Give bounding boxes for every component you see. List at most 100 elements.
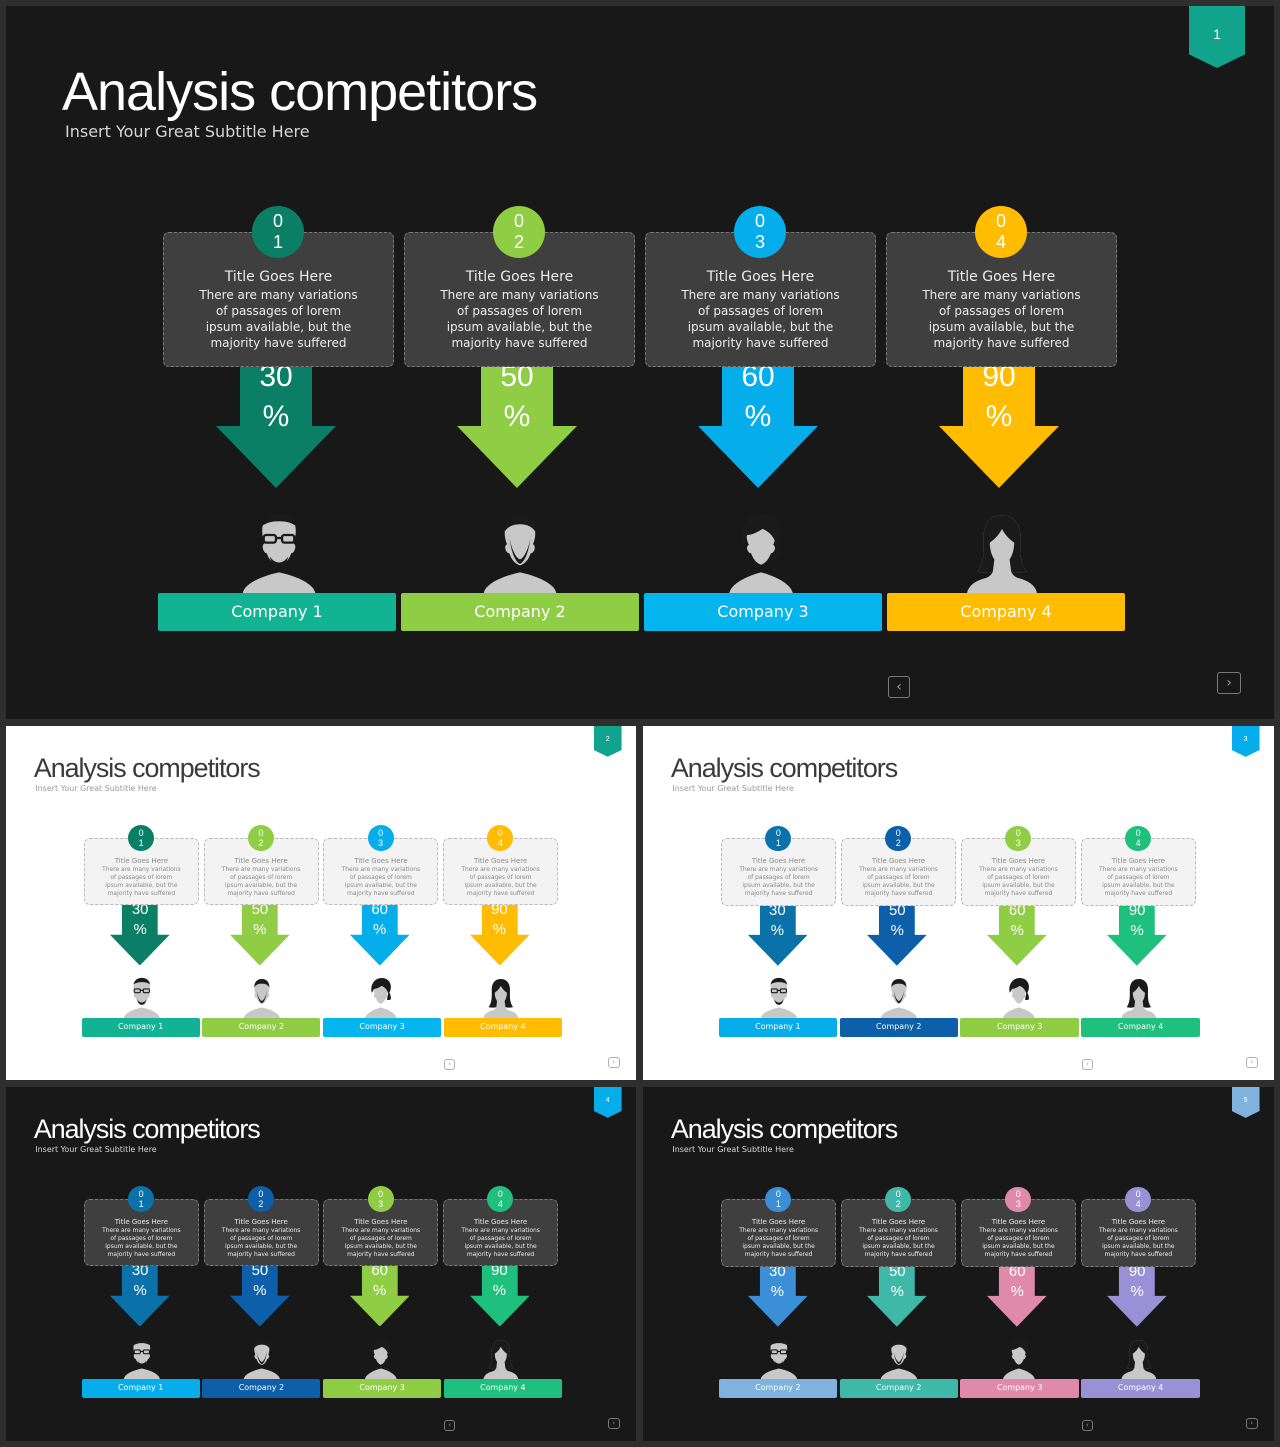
company-label-bar[interactable]: Company 1 [158, 593, 396, 631]
percentage-value: 60 [371, 1262, 388, 1279]
card-text: There are many variations of passages of… [739, 866, 818, 898]
man-glasses-avatar-icon [117, 976, 167, 1020]
company-label-bar[interactable]: Company 3 [960, 1018, 1079, 1038]
next-slide-button[interactable]: › [607, 1417, 620, 1429]
card-title: Title Goes Here [871, 857, 926, 866]
man-short-hair-avatar-icon [874, 1337, 924, 1381]
next-slide-button[interactable]: › [1245, 1418, 1258, 1430]
company-label-bar[interactable]: Company 1 [718, 1018, 838, 1038]
percentage-arrow: 60% [349, 1260, 410, 1327]
card-text: There are many variations of passages of… [102, 1227, 181, 1258]
woman-short-hair-avatar-icon [356, 976, 406, 1020]
card-text: There are many variations of passages of… [341, 1227, 421, 1258]
next-slide-button[interactable]: › [607, 1056, 620, 1068]
card-text: There are many variations of passages of… [199, 288, 358, 350]
card-text: There are many variations of passages of… [461, 1227, 540, 1258]
card-text: There are many variations of passages of… [979, 1227, 1058, 1259]
badge-digit-1: 0 [378, 827, 384, 838]
company-label-bar[interactable]: Company 2 [401, 593, 639, 631]
badge-digit-1: 0 [378, 1188, 384, 1199]
percentage-sign: % [133, 1282, 147, 1299]
card-text: There are many variations of passages of… [922, 288, 1081, 350]
card-title: Title Goes Here [751, 857, 806, 866]
company-label-bar[interactable]: Company 1 [81, 1017, 200, 1037]
percentage-value: 50 [251, 1262, 269, 1279]
badge-digit-1: 0 [775, 1189, 781, 1199]
card-title: Title Goes Here [751, 1218, 806, 1227]
percentage-sign: % [503, 400, 531, 433]
company-label-bar[interactable]: Company 2 [718, 1379, 838, 1399]
company-label-bar[interactable]: Company 4 [1081, 1018, 1200, 1038]
percentage-arrow: 30% [110, 899, 170, 966]
percentage-arrow: 90% [1107, 900, 1167, 966]
previous-slide-button[interactable]: ‹ [1081, 1420, 1093, 1432]
percentage-arrow: 60% [987, 1261, 1048, 1327]
page-number-ribbon: 1 [1189, 6, 1245, 68]
next-slide-button[interactable]: › [1245, 1057, 1258, 1069]
company-label-bar[interactable]: Company 3 [960, 1379, 1079, 1399]
company-label-bar[interactable]: Company 4 [1081, 1379, 1200, 1399]
percentage-value: 90 [1128, 1263, 1146, 1281]
previous-slide-button[interactable]: ‹ [1081, 1059, 1093, 1071]
badge-digit-1: 0 [775, 828, 781, 838]
percentage-sign: % [890, 922, 904, 940]
company-label-bar[interactable]: Company 4 [443, 1378, 562, 1398]
previous-slide-button[interactable]: ‹ [444, 1419, 456, 1431]
man-short-hair-avatar-icon [470, 509, 570, 597]
company-label-bar[interactable]: Company 3 [322, 1017, 442, 1037]
slide-subtitle: Insert Your Great Subtitle Here [672, 783, 794, 793]
percentage-sign: % [985, 400, 1013, 433]
company-label-bar[interactable]: Company 1 [81, 1378, 200, 1398]
card-text: There are many variations of passages of… [440, 288, 599, 350]
page-number-ribbon: 3 [1231, 726, 1260, 757]
card-title: Title Goes Here [991, 1218, 1046, 1227]
card-text: There are many variations of passages of… [221, 866, 301, 897]
card-text: There are many variations of passages of… [1099, 866, 1178, 898]
slide-title: Analysis competitors [62, 62, 538, 122]
percentage-value: 50 [888, 902, 906, 920]
percentage-value: 90 [1128, 902, 1146, 920]
card-text: There are many variations of passages of… [739, 1227, 818, 1259]
previous-slide-button[interactable]: ‹ [888, 676, 910, 698]
company-label-bar[interactable]: Company 3 [644, 593, 882, 631]
next-slide-button[interactable]: › [1217, 672, 1241, 694]
company-label-bar[interactable]: Company 2 [202, 1378, 321, 1398]
company-label-bar[interactable]: Company 4 [443, 1017, 562, 1037]
previous-slide-button[interactable]: ‹ [444, 1058, 456, 1070]
percentage-sign: % [1130, 1283, 1144, 1301]
badge-digit-2: 4 [1135, 838, 1141, 849]
man-short-hair-avatar-icon [237, 1337, 287, 1381]
company-label-bar[interactable]: Company 4 [887, 593, 1125, 631]
company-label-bar[interactable]: Company 2 [202, 1017, 321, 1037]
percentage-arrow: 50% [867, 1261, 928, 1327]
card-text: There are many variations of passages of… [341, 866, 421, 897]
percentage-sign: % [492, 921, 506, 938]
company-label-bar[interactable]: Company 2 [839, 1379, 958, 1399]
card-title: Title Goes Here [114, 857, 168, 866]
percentage-arrow: 90% [1107, 1261, 1167, 1327]
company-label-bar[interactable]: Company 3 [322, 1378, 442, 1398]
badge-digit-2: 3 [754, 232, 765, 252]
company-label-bar[interactable]: Company 2 [839, 1018, 958, 1038]
slide-title: Analysis competitors [670, 1114, 898, 1145]
badge-digit-1: 0 [895, 1189, 901, 1199]
